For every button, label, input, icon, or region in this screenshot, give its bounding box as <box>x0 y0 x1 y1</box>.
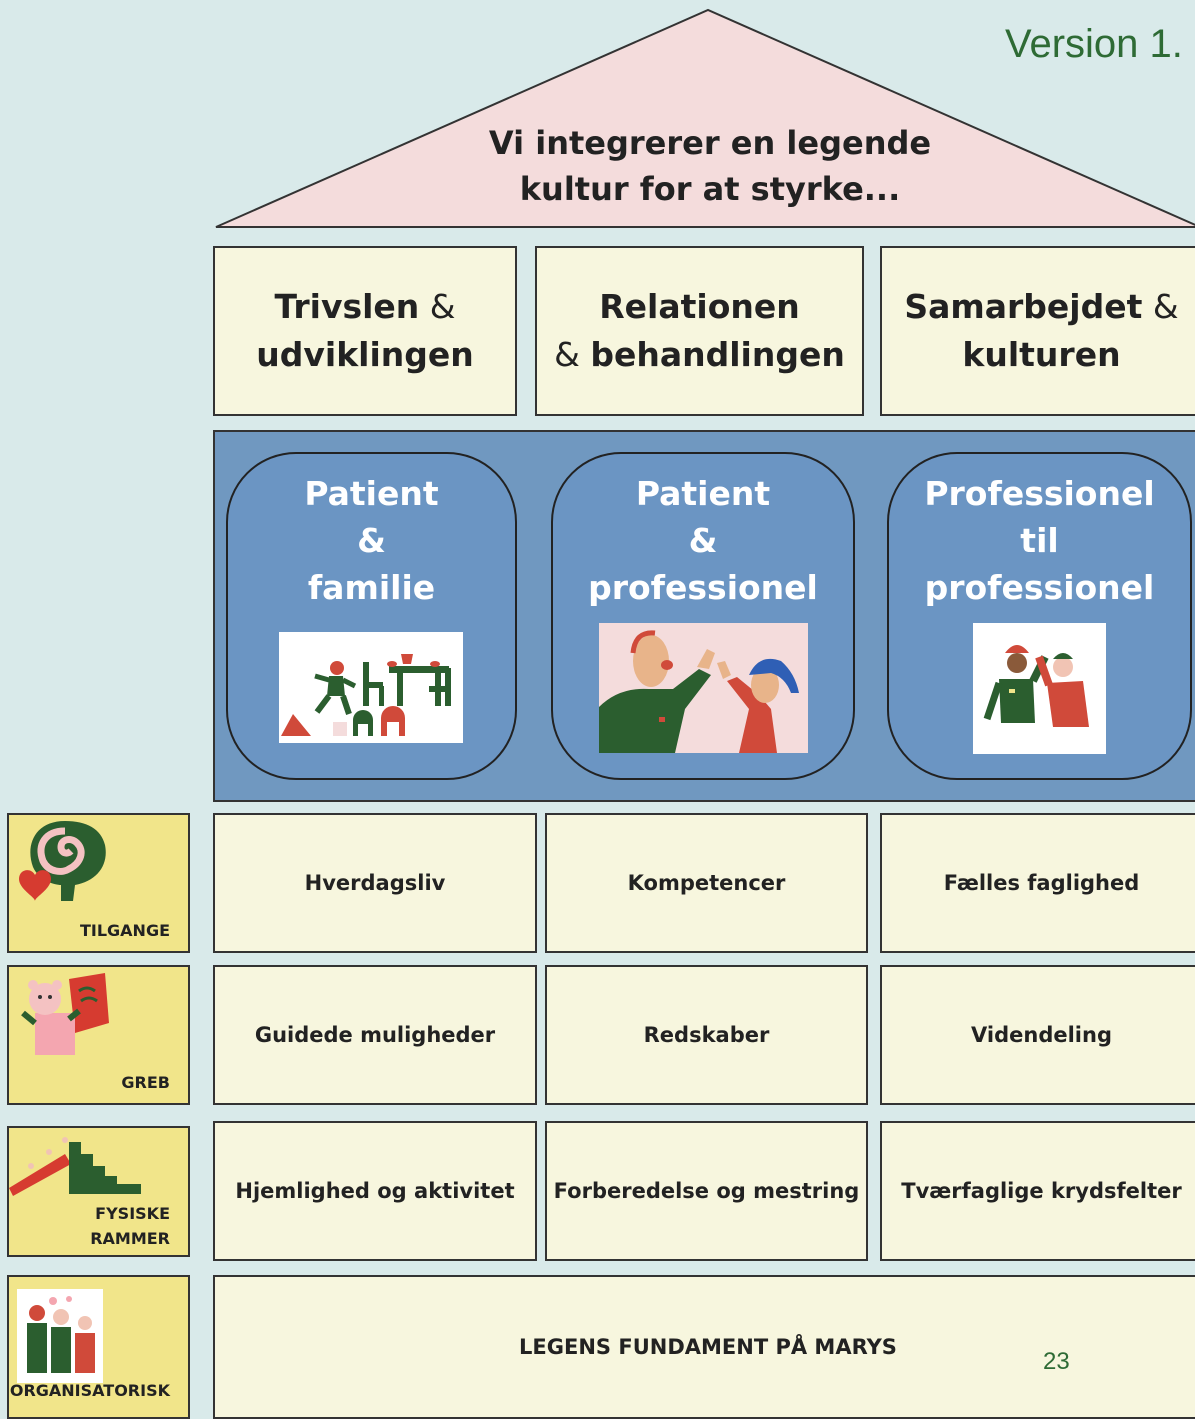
relation-1-line-3: familie <box>307 568 436 607</box>
side-organisatorisk: ORGANISATORISK <box>7 1275 190 1419</box>
side-fysiske-rammer: FYSISKE RAMMER <box>7 1126 190 1257</box>
colleagues-high-five-illustration <box>973 623 1106 754</box>
roof-line-2: kultur for at styrke... <box>519 170 901 208</box>
relation-1-line-1: Patient <box>304 474 439 513</box>
pillar-relationen: Relationen & behandlingen <box>535 246 864 416</box>
pillar-samarbejdet: Samarbejdet & kulturen <box>880 246 1195 416</box>
pillar-1-title: Trivslen <box>274 287 420 326</box>
group-people-icon <box>17 1289 103 1383</box>
pillar-2-subtitle: behandlingen <box>590 335 845 374</box>
pillar-3-subtitle: kulturen <box>962 335 1121 374</box>
cell-tvaerfaglige-krydsfelter: Tværfaglige krydsfelter <box>880 1121 1195 1261</box>
version-label: Version 1. <box>1005 22 1183 66</box>
side-label-fysiske: FYSISKE <box>95 1204 170 1223</box>
relation-2-line-3: professionel <box>588 568 818 607</box>
side-label-greb: GREB <box>121 1073 170 1092</box>
pillar-1-subtitle: udviklingen <box>256 335 474 374</box>
roof-triangle <box>215 8 1195 228</box>
cell-faelles-faglighed: Fælles faglighed <box>880 813 1195 953</box>
pillar-1-amp: & <box>419 287 456 326</box>
side-label-organisatorisk: ORGANISATORISK <box>9 1381 170 1400</box>
pillar-2-title: Relationen <box>599 287 800 326</box>
pillar-3-title: Samarbejdet <box>904 287 1143 326</box>
relation-2-line-2: & <box>688 521 718 560</box>
relation-1-line-2: & <box>357 521 386 560</box>
roof-heading: Vi integrerer en legende kultur for at s… <box>440 120 980 212</box>
cell-redskaber: Redskaber <box>545 965 868 1105</box>
pillar-2-amp: & <box>554 335 591 374</box>
high-five-illustration <box>599 623 808 753</box>
cell-hverdagsliv: Hverdagsliv <box>213 813 537 953</box>
relation-3-line-2: til <box>1020 521 1059 560</box>
side-label-tilgange: TILGANGE <box>79 921 170 940</box>
relation-3-line-3: professionel <box>924 568 1155 607</box>
pillar-3-amp: & <box>1142 287 1179 326</box>
pillar-trivslen: Trivslen & udviklingen <box>213 246 517 416</box>
animal-book-icon <box>21 973 109 1055</box>
relation-2-line-1: Patient <box>635 474 771 513</box>
foundation-legens-fundament: LEGENS FUNDAMENT PÅ MARYS <box>213 1275 1195 1419</box>
relation-patient-familie: Patient & familie <box>226 452 517 780</box>
side-label-rammer: RAMMER <box>90 1229 170 1248</box>
cell-forberedelse-og-mestring: Forberedelse og mestring <box>545 1121 868 1261</box>
cell-kompetencer: Kompetencer <box>545 813 868 953</box>
cell-guidede-muligheder: Guidede muligheder <box>213 965 537 1105</box>
side-label-fysiske-rammer: FYSISKE RAMMER <box>90 1201 170 1251</box>
relation-3-line-1: Professionel <box>924 474 1155 513</box>
slide-stairs-icon <box>9 1137 141 1196</box>
side-greb: GREB <box>7 965 190 1105</box>
side-tilgange: TILGANGE <box>7 813 190 953</box>
page-number: 23 <box>1043 1348 1070 1375</box>
cell-videndeling: Videndeling <box>880 965 1195 1105</box>
brain-heart-icon <box>19 821 106 901</box>
cell-hjemlighed-og-aktivitet: Hjemlighed og aktivitet <box>213 1121 537 1261</box>
family-dining-illustration <box>279 632 463 743</box>
roof-line-1: Vi integrerer en legende <box>488 124 932 162</box>
